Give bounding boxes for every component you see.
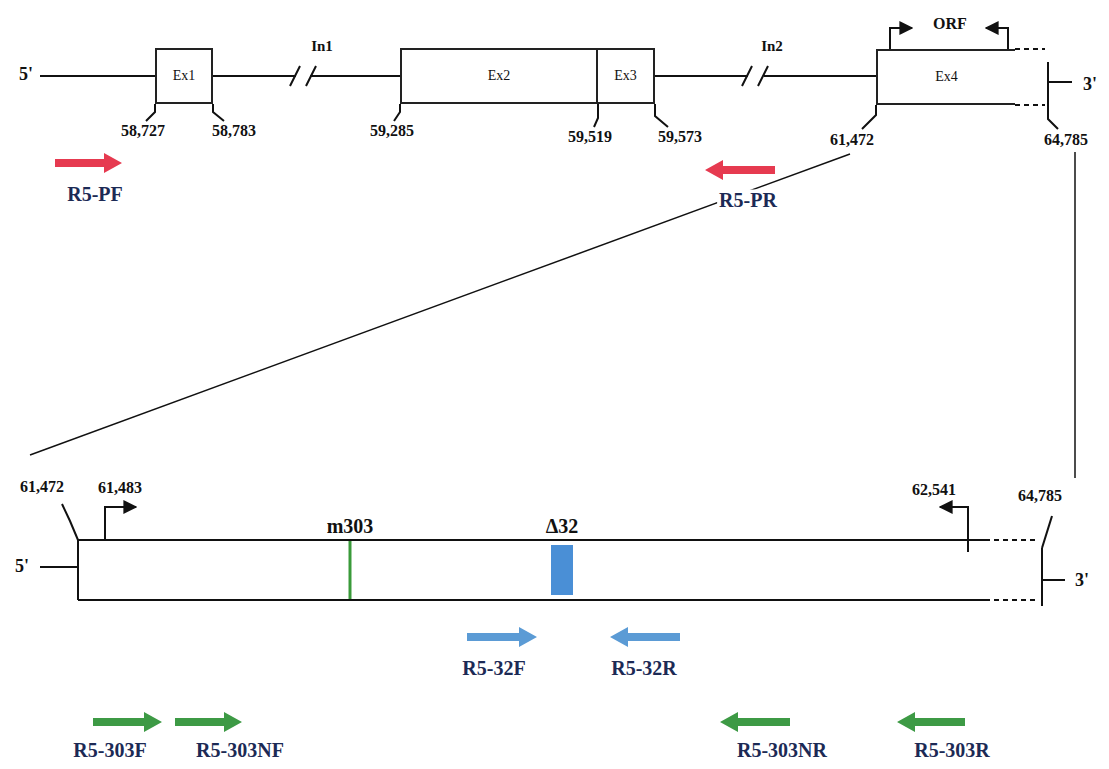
exon-box: Ex3 — [596, 48, 655, 104]
orf-end-arrow — [940, 507, 968, 552]
coordinate-tick — [862, 105, 876, 129]
exon-box: Ex2 — [400, 48, 598, 104]
delta32-deletion-mark — [551, 545, 573, 595]
coordinate-label: 61,472 — [18, 479, 66, 496]
primer-label: R5-32F — [460, 658, 527, 679]
exon-label: Ex4 — [935, 69, 958, 84]
primer-arrow — [93, 712, 162, 732]
primer-label: R5-PR — [717, 190, 779, 211]
coordinate-label: 61,483 — [96, 480, 144, 497]
primer-arrow — [55, 153, 122, 173]
mutation-label: Δ32 — [544, 516, 581, 537]
break-mark — [290, 66, 316, 86]
zoom-line — [30, 154, 850, 455]
exon-label: Ex2 — [488, 68, 511, 83]
coordinate-label: 59,573 — [656, 129, 704, 146]
dashed-exon-end — [985, 540, 1036, 600]
orf-label: ORF — [931, 16, 969, 33]
primer-label: R5-303NR — [735, 740, 829, 761]
coordinate-label: 64,785 — [1016, 488, 1064, 505]
intron-label: In2 — [759, 39, 785, 55]
primer-arrow — [720, 712, 790, 732]
primer-arrow — [610, 627, 680, 647]
coordinate-label: 61,472 — [828, 132, 876, 149]
coordinate-label: 59,519 — [566, 129, 614, 146]
gene-line — [310, 75, 400, 77]
m303-mutation-mark — [349, 541, 352, 599]
coordinate-tick — [655, 104, 668, 127]
primer-label: R5-303F — [71, 740, 148, 761]
primer-arrow — [705, 160, 775, 180]
strand-end-label: 5' — [13, 557, 31, 576]
gene-line — [1042, 548, 1065, 606]
primer-label: R5-303NF — [194, 740, 286, 761]
exon4-expanded-box — [78, 540, 985, 600]
coordinate-label: 58,783 — [210, 123, 258, 140]
intron-label: In1 — [309, 39, 335, 55]
orf-start-arrow — [890, 28, 912, 49]
gene-line — [764, 75, 876, 77]
strand-end-label: 5' — [17, 65, 35, 84]
gene-line — [213, 75, 296, 77]
break-mark — [742, 66, 768, 86]
orf-start-arrow — [105, 507, 136, 540]
coordinate-tick — [394, 104, 400, 121]
primer-arrow — [467, 627, 537, 647]
primer-label: R5-32R — [609, 658, 679, 679]
strand-end-label: 3' — [1081, 75, 1099, 94]
coordinate-label: 62,541 — [910, 482, 958, 499]
mutation-label: m303 — [325, 516, 376, 537]
gene-line — [40, 75, 155, 77]
exon-label: Ex3 — [614, 68, 637, 83]
coordinate-tick — [594, 104, 598, 127]
gene-line — [1048, 62, 1072, 114]
strand-end-label: 3' — [1073, 571, 1091, 590]
coordinate-tick — [1042, 516, 1052, 548]
coordinate-label: 64,785 — [1042, 132, 1090, 149]
zoom-line — [1074, 152, 1076, 478]
orf-end-arrow — [986, 28, 1008, 49]
exon-label: Ex1 — [173, 68, 196, 83]
exon-box: Ex1 — [155, 48, 213, 104]
coordinate-tick — [213, 104, 224, 121]
gene-line — [40, 566, 78, 568]
line-art — [30, 28, 1075, 606]
coordinate-tick — [62, 504, 78, 540]
primer-arrow — [897, 712, 965, 732]
dashed-exon-end — [1015, 49, 1045, 105]
primer-arrow — [175, 712, 242, 732]
coordinate-tick — [146, 104, 155, 121]
coordinate-tick — [1048, 114, 1058, 129]
primer-label: R5-PF — [65, 184, 125, 205]
exon-box: Ex4 — [876, 49, 1015, 105]
coordinate-label: 58,727 — [119, 123, 167, 140]
primer-label: R5-303R — [912, 740, 992, 761]
gene-line — [655, 75, 748, 77]
coordinate-label: 59,285 — [368, 123, 416, 140]
